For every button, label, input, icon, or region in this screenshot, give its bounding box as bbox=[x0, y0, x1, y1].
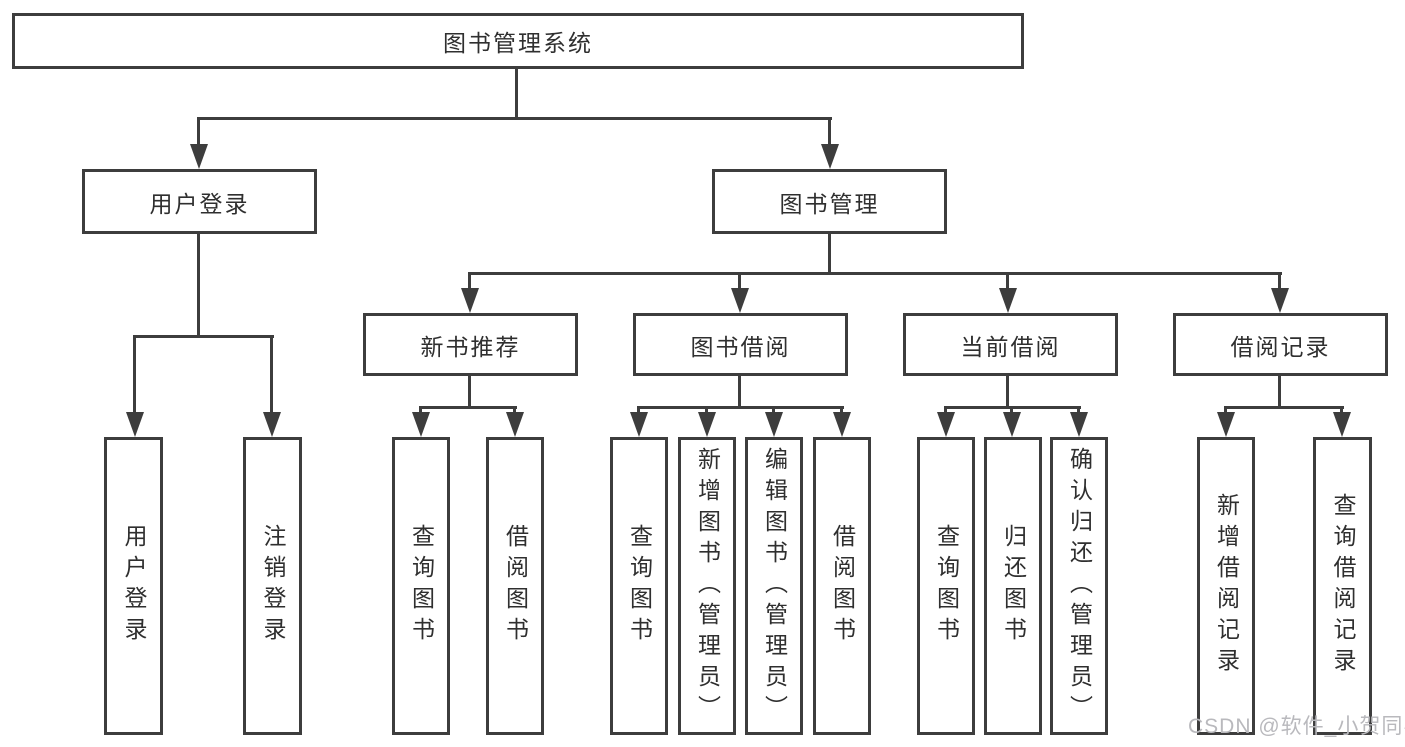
leaf-query-books: 查询图书 bbox=[610, 437, 668, 735]
connector-line bbox=[738, 376, 741, 409]
arrow-down-icon bbox=[412, 412, 430, 437]
arrow-down-icon bbox=[190, 144, 208, 169]
arrow-down-icon bbox=[1070, 412, 1088, 437]
leaf-label: 借阅图书 bbox=[829, 524, 856, 648]
node-current-borrow: 当前借阅 bbox=[903, 313, 1118, 376]
leaf-label: 编辑图书（管理员） bbox=[761, 446, 788, 726]
leaf-confirm-return-admin: 确认归还（管理员） bbox=[1050, 437, 1108, 735]
leaf-query-books: 查询图书 bbox=[917, 437, 975, 735]
leaf-edit-book-admin: 编辑图书（管理员） bbox=[745, 437, 803, 735]
leaf-add-book-admin: 新增图书（管理员） bbox=[678, 437, 736, 735]
node-label: 用户登录 bbox=[149, 190, 250, 217]
connector-line bbox=[1077, 409, 1080, 412]
arrow-down-icon bbox=[731, 288, 749, 313]
node-root-label: 图书管理系统 bbox=[443, 30, 593, 56]
leaf-user-login: 用户登录 bbox=[104, 437, 163, 735]
watermark: CSDN @软件_小贺同学 bbox=[1188, 715, 1405, 738]
connector-line bbox=[1278, 376, 1281, 409]
leaf-return-book: 归还图书 bbox=[984, 437, 1042, 735]
leaf-query-borrow-record: 查询借阅记录 bbox=[1313, 437, 1372, 735]
connector-line bbox=[944, 406, 1081, 409]
arrow-down-icon bbox=[833, 412, 851, 437]
leaf-label: 查询借阅记录 bbox=[1330, 493, 1356, 679]
connector-line bbox=[1278, 275, 1281, 288]
connector-line bbox=[944, 409, 947, 412]
connector-line bbox=[468, 376, 471, 409]
connector-line bbox=[637, 409, 640, 412]
leaf-logout: 注销登录 bbox=[243, 437, 302, 735]
leaf-label: 归还图书 bbox=[1000, 524, 1027, 648]
connector-line bbox=[840, 409, 843, 412]
connector-line bbox=[828, 234, 831, 275]
arrow-down-icon bbox=[937, 412, 955, 437]
connector-line bbox=[772, 409, 775, 412]
leaf-label: 新增图书（管理员） bbox=[694, 446, 721, 726]
node-borrow-records: 借阅记录 bbox=[1173, 313, 1388, 376]
arrow-down-icon bbox=[506, 412, 524, 437]
leaf-borrow-books: 借阅图书 bbox=[813, 437, 871, 735]
connector-line bbox=[133, 338, 136, 412]
connector-line bbox=[828, 117, 831, 144]
connector-line bbox=[1224, 406, 1344, 409]
leaf-label: 确认归还（管理员） bbox=[1066, 446, 1093, 726]
leaf-label: 用户登录 bbox=[121, 524, 147, 648]
arrow-down-icon bbox=[126, 412, 144, 437]
node-label: 图书管理 bbox=[779, 190, 880, 217]
connector-line bbox=[419, 409, 422, 412]
leaf-label: 新增借阅记录 bbox=[1213, 493, 1240, 679]
arrow-down-icon bbox=[461, 288, 479, 313]
leaf-borrow-books: 借阅图书 bbox=[486, 437, 544, 735]
connector-line bbox=[637, 406, 844, 409]
connector-line bbox=[515, 69, 518, 117]
connector-line bbox=[133, 335, 274, 338]
node-book-management: 图书管理 bbox=[712, 169, 947, 234]
node-label: 图书借阅 bbox=[690, 333, 791, 360]
connector-line bbox=[419, 406, 517, 409]
leaf-label: 查询图书 bbox=[933, 524, 960, 648]
arrow-down-icon bbox=[765, 412, 783, 437]
connector-line bbox=[468, 272, 1282, 275]
arrow-down-icon bbox=[1217, 412, 1235, 437]
node-user-login: 用户登录 bbox=[82, 169, 317, 234]
node-root: 图书管理系统 bbox=[12, 13, 1024, 69]
connector-line bbox=[1006, 275, 1009, 288]
connector-line bbox=[270, 338, 273, 412]
connector-line bbox=[468, 275, 471, 288]
connector-line bbox=[738, 275, 741, 288]
arrow-down-icon bbox=[1333, 412, 1351, 437]
node-new-book-recommend: 新书推荐 bbox=[363, 313, 578, 376]
connector-line bbox=[705, 409, 708, 412]
leaf-add-borrow-record: 新增借阅记录 bbox=[1197, 437, 1255, 735]
arrow-down-icon bbox=[630, 412, 648, 437]
connector-line bbox=[198, 117, 832, 120]
connector-line bbox=[1010, 409, 1013, 412]
arrow-down-icon bbox=[698, 412, 716, 437]
node-label: 当前借阅 bbox=[960, 333, 1061, 360]
connector-line bbox=[1006, 376, 1009, 409]
connector-line bbox=[197, 117, 200, 144]
leaf-label: 查询图书 bbox=[626, 524, 653, 648]
leaf-label: 借阅图书 bbox=[502, 524, 529, 648]
connector-line bbox=[1224, 409, 1227, 412]
node-label: 新书推荐 bbox=[420, 333, 521, 360]
arrow-down-icon bbox=[1271, 288, 1289, 313]
connector-line bbox=[1340, 409, 1343, 412]
leaf-label: 查询图书 bbox=[408, 524, 435, 648]
arrow-down-icon bbox=[263, 412, 281, 437]
leaf-label: 注销登录 bbox=[260, 524, 286, 648]
leaf-query-books: 查询图书 bbox=[392, 437, 450, 735]
connector-line bbox=[197, 234, 200, 338]
node-book-borrow: 图书借阅 bbox=[633, 313, 848, 376]
arrow-down-icon bbox=[821, 144, 839, 169]
connector-line bbox=[513, 409, 516, 412]
node-label: 借阅记录 bbox=[1230, 333, 1331, 360]
arrow-down-icon bbox=[999, 288, 1017, 313]
arrow-down-icon bbox=[1003, 412, 1021, 437]
